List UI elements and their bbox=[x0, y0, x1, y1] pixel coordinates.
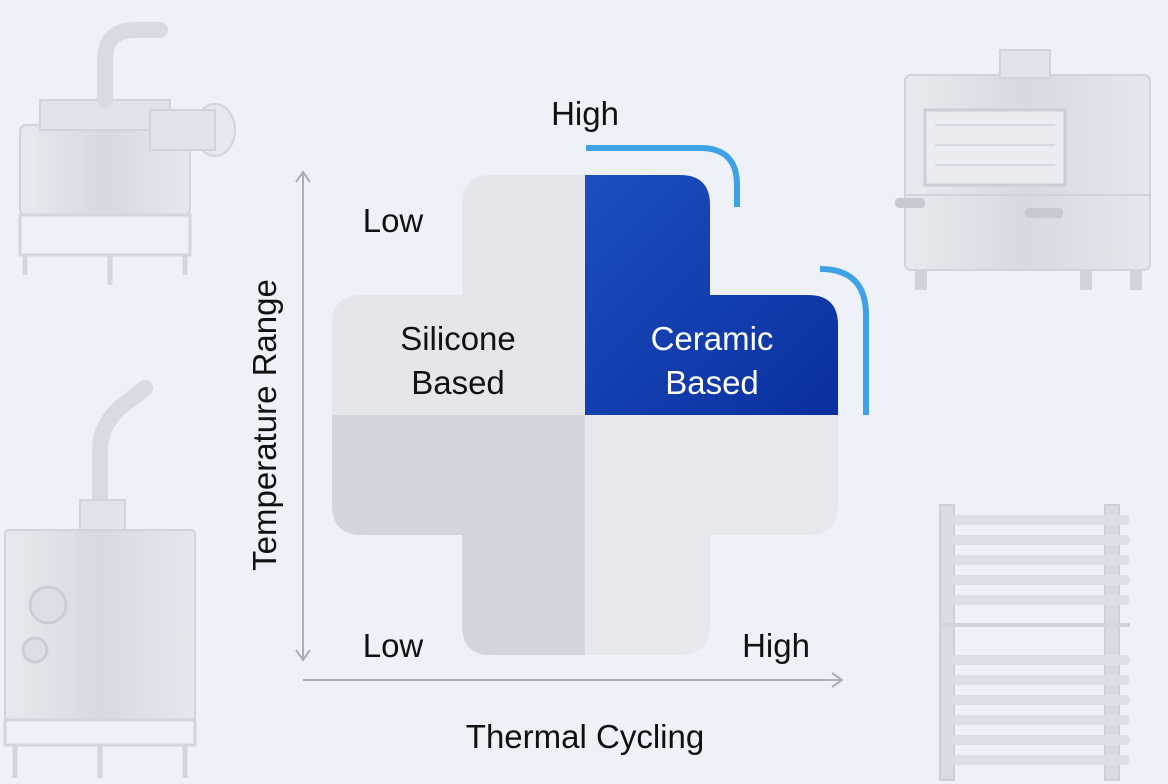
y-axis-title: Temperature Range bbox=[246, 279, 283, 571]
x-low-label: Low bbox=[363, 627, 424, 664]
tube-heat-exchanger-icon bbox=[939, 504, 1130, 781]
industrial-oven-icon bbox=[895, 49, 1151, 290]
steam-generator-icon bbox=[18, 22, 236, 285]
quadrant-cross bbox=[332, 175, 838, 655]
ceramic-based-label-line1: Ceramic bbox=[651, 320, 774, 357]
quadrant-bottom-right bbox=[585, 415, 838, 655]
boiler-tank-icon bbox=[3, 380, 197, 778]
x-high-label: High bbox=[742, 627, 810, 664]
x-axis-title: Thermal Cycling bbox=[466, 718, 704, 755]
accent-bracket-right bbox=[819, 266, 869, 415]
accent-bracket-top bbox=[586, 145, 740, 207]
silicone-based-label-line1: Silicone bbox=[400, 320, 516, 357]
x-axis bbox=[303, 672, 844, 688]
y-low-label: Low bbox=[363, 202, 424, 239]
quadrant-bottom-left bbox=[332, 415, 585, 655]
ceramic-based-label-line2: Based bbox=[665, 364, 759, 401]
y-high-label: High bbox=[551, 95, 619, 132]
y-axis bbox=[295, 170, 311, 662]
silicone-based-label-line2: Based bbox=[411, 364, 505, 401]
